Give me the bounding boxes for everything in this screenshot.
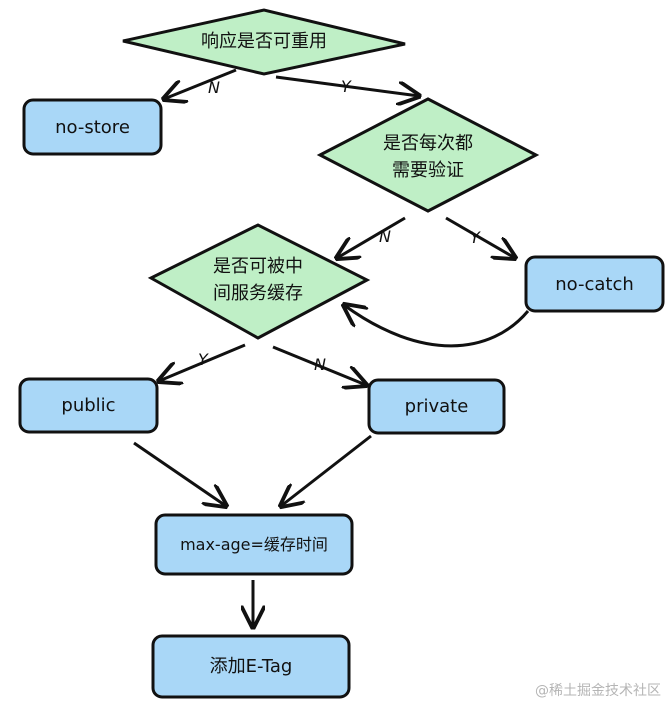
decision-reuse-shape [122,8,406,76]
box-max-age: max-age=缓存时间 [154,513,354,576]
edge-reuse-to-no-store [164,68,237,99]
box-public-label: public [61,395,115,416]
decision-cache-shape [147,223,371,340]
decision-verify-line-1: 是否每次都 [383,133,473,154]
box-no-catch-shape [524,255,665,313]
decision-cache: 是否可被中 间服务缓存 [147,223,371,340]
edge-cache-to-private [272,345,366,385]
edge-reuse-to-verify [275,75,419,96]
box-etag-label: 添加E-Tag [210,656,293,677]
box-private-label: private [405,396,469,417]
decision-cache-line-2: 间服务缓存 [213,283,303,304]
edge-private-to-max-age [281,434,372,506]
edge-verify-to-cache [337,216,406,258]
edge-cache-to-public [159,343,246,381]
box-private: private [367,378,506,435]
box-etag: 添加E-Tag [151,634,351,699]
box-no-store-shape [22,98,163,156]
box-no-store-label: no-store [55,117,130,138]
edge-label-cache-yes: Y [198,350,209,369]
decision-reuse-label: 响应是否可重用 [201,31,327,52]
decision-verify: 是否每次都 需要验证 [316,97,540,213]
edge-labels-layer: N Y N Y Y N [198,77,481,374]
decision-verify-shape [316,97,540,213]
edge-no-catch-back-to-cache [344,305,530,348]
box-public-shape [18,377,159,434]
edge-label-reuse-no: N [208,78,220,97]
edge-public-to-max-age [133,441,226,506]
watermark-text: @稀土掘金技术社区 [535,683,661,699]
decision-cache-line-1: 是否可被中 [213,256,303,277]
box-max-age-label: max-age=缓存时间 [180,535,328,554]
edge-label-cache-no: N [314,355,326,374]
box-etag-shape [151,634,351,699]
box-public: public [18,377,159,434]
edge-verify-to-no-catch [445,216,515,258]
edge-label-verify-yes: Y [470,228,481,247]
box-no-catch-label: no-catch [555,274,634,295]
decision-reuse: 响应是否可重用 [122,8,406,76]
box-no-store: no-store [22,98,163,156]
decision-verify-line-2: 需要验证 [392,160,464,181]
edges-layer [133,68,530,627]
edge-label-reuse-yes: Y [341,77,352,96]
box-no-catch: no-catch [524,255,665,313]
box-max-age-shape [154,513,354,576]
box-private-shape [367,378,506,435]
edge-label-verify-no: N [379,227,391,246]
